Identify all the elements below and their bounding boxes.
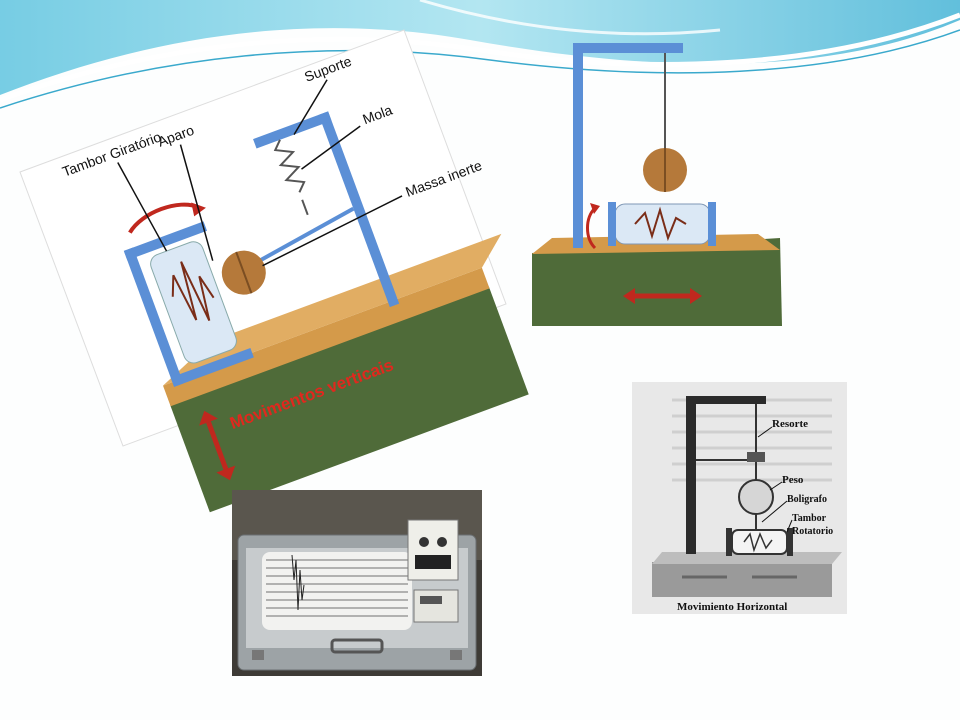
drum-frame [123,247,184,387]
wooden-base [163,267,490,407]
paper-drum [262,552,412,630]
label-horizontal-motion: Movimiento Horizontal [677,601,787,613]
spring [273,139,306,193]
case-handle [330,638,384,654]
ground-block [169,286,529,513]
ground-block [652,562,832,597]
pendulum-seismograph-diagram [532,43,782,326]
support-frame [686,396,696,554]
label-drum-1: Tambor [792,513,827,524]
rotation-arrow [586,206,597,250]
ground-block [532,238,782,326]
horizontal-seismograph-diagram: Resorte Peso Boligrafo Tambor Rotatorio … [632,382,847,614]
support-frame [573,43,583,248]
background-wave [0,0,960,109]
label-drum-2: Rotatorio [792,526,833,537]
rotating-drum [614,203,711,245]
seismograph-photo [232,490,482,676]
support-frame [318,111,400,308]
rotating-drum [150,241,237,364]
control-panel [407,519,459,581]
label-weight: Peso [782,474,804,486]
label-spring: Resorte [772,418,808,430]
label-pen: Boligrafo [787,494,827,505]
weight [738,479,774,515]
vertical-motion-arrow [206,421,229,470]
